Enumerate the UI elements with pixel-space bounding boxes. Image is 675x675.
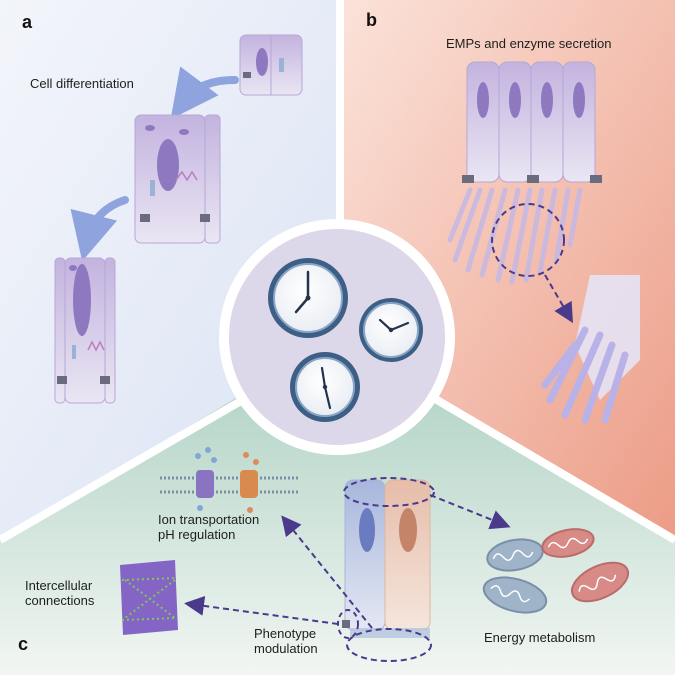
ion-channel-membrane [160, 447, 300, 513]
energy-metabolism-label: Energy metabolism [484, 630, 595, 645]
emps-secretion-label: EMPs and enzyme secretion [446, 36, 611, 51]
magnify-circle [491, 203, 565, 277]
panel-c-cell-pair [342, 479, 431, 638]
panel-a-cell-small [239, 34, 303, 96]
membrane-highlight [343, 477, 435, 507]
panel-c-letter: c [18, 634, 28, 654]
panel-a-cell-medium [134, 114, 221, 244]
arrow-to-junction [184, 595, 339, 625]
magnify-arrow [544, 274, 574, 324]
differentiation-arrow-2 [70, 196, 129, 262]
clock-icon [268, 258, 348, 338]
modulation-label: modulation [254, 641, 318, 656]
arrow-to-ion-channels [281, 515, 373, 629]
panel-b-letter: b [366, 10, 377, 30]
panel-a-letter: a [22, 12, 33, 32]
apical-highlight [346, 628, 432, 662]
arrow-to-mitochondria [429, 494, 511, 530]
ph-regulation-label: pH regulation [158, 527, 235, 542]
magnified-rods [541, 275, 640, 424]
panel-a-cell-large [54, 257, 116, 404]
ion-transportation-label: Ion transportation [158, 512, 259, 527]
phenotype-label: Phenotype [254, 626, 316, 641]
connections-label: connections [25, 593, 95, 608]
clock-icon [290, 352, 360, 422]
panel-b-cell-row [462, 61, 602, 183]
panel-a-background [0, 0, 340, 540]
cell-differentiation-label: Cell differentiation [30, 76, 134, 91]
intercellular-label: Intercellular [25, 578, 93, 593]
mitochondria-group [482, 528, 630, 614]
differentiation-arrow-1 [170, 66, 239, 120]
intercellular-junction [120, 560, 178, 635]
clock-icon [359, 298, 423, 362]
